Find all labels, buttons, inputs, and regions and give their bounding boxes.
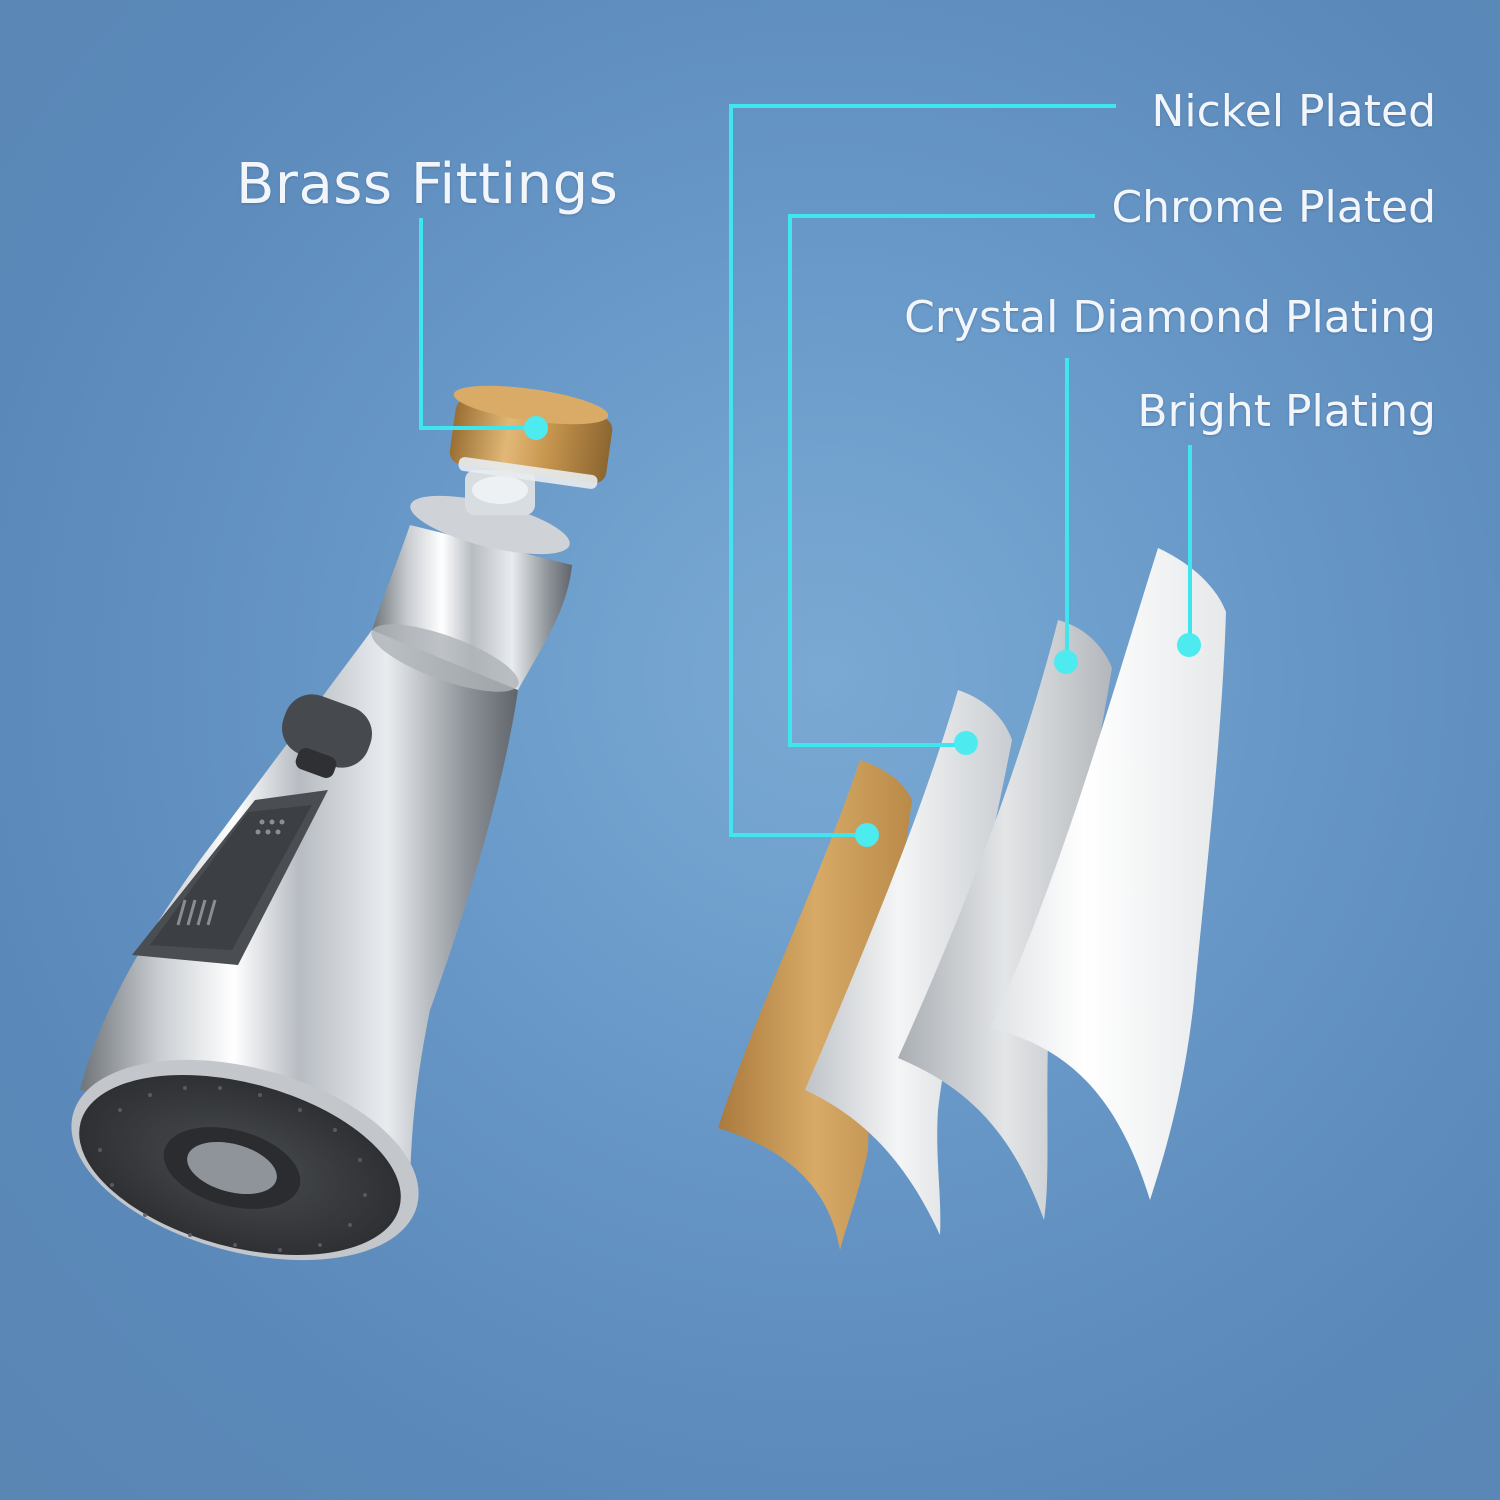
aerator-mesh <box>187 1141 277 1195</box>
callout-bright-dot <box>1177 633 1201 657</box>
callout-dots <box>524 416 1201 847</box>
plating-layers-icon <box>718 548 1226 1250</box>
layer-crystal-diamond <box>898 620 1112 1220</box>
label-bright-plating: Bright Plating <box>1137 386 1436 437</box>
spray-pattern-icon <box>255 819 285 835</box>
sprayer-body <box>80 630 518 1180</box>
sprayer-head-icon <box>71 385 613 1261</box>
callout-lines <box>419 104 1192 837</box>
stream-pattern-icon <box>176 899 217 926</box>
layer-chrome <box>805 690 1012 1235</box>
brass-fitting <box>449 385 613 489</box>
sprayer-collar <box>371 624 519 692</box>
callout-crystal-dot <box>1054 650 1078 674</box>
label-brass-fittings: Brass Fittings <box>236 152 619 217</box>
label-crystal-diamond-plating: Crystal Diamond Plating <box>904 292 1436 343</box>
spray-mode-panel <box>132 790 328 965</box>
callout-chrome-line <box>788 214 1095 747</box>
callout-chrome-dot <box>954 731 978 755</box>
label-chrome-plated: Chrome Plated <box>1111 182 1436 233</box>
callout-brass-line <box>419 218 536 430</box>
swivel-joint <box>465 470 535 515</box>
callout-brass-dot <box>524 416 548 440</box>
mode-toggle-button <box>281 694 373 778</box>
nozzle-face <box>71 1059 419 1261</box>
layer-bright <box>990 548 1226 1200</box>
callout-nickel-dot <box>855 823 879 847</box>
callout-nickel-line <box>729 104 1116 837</box>
label-nickel-plated: Nickel Plated <box>1151 86 1437 137</box>
